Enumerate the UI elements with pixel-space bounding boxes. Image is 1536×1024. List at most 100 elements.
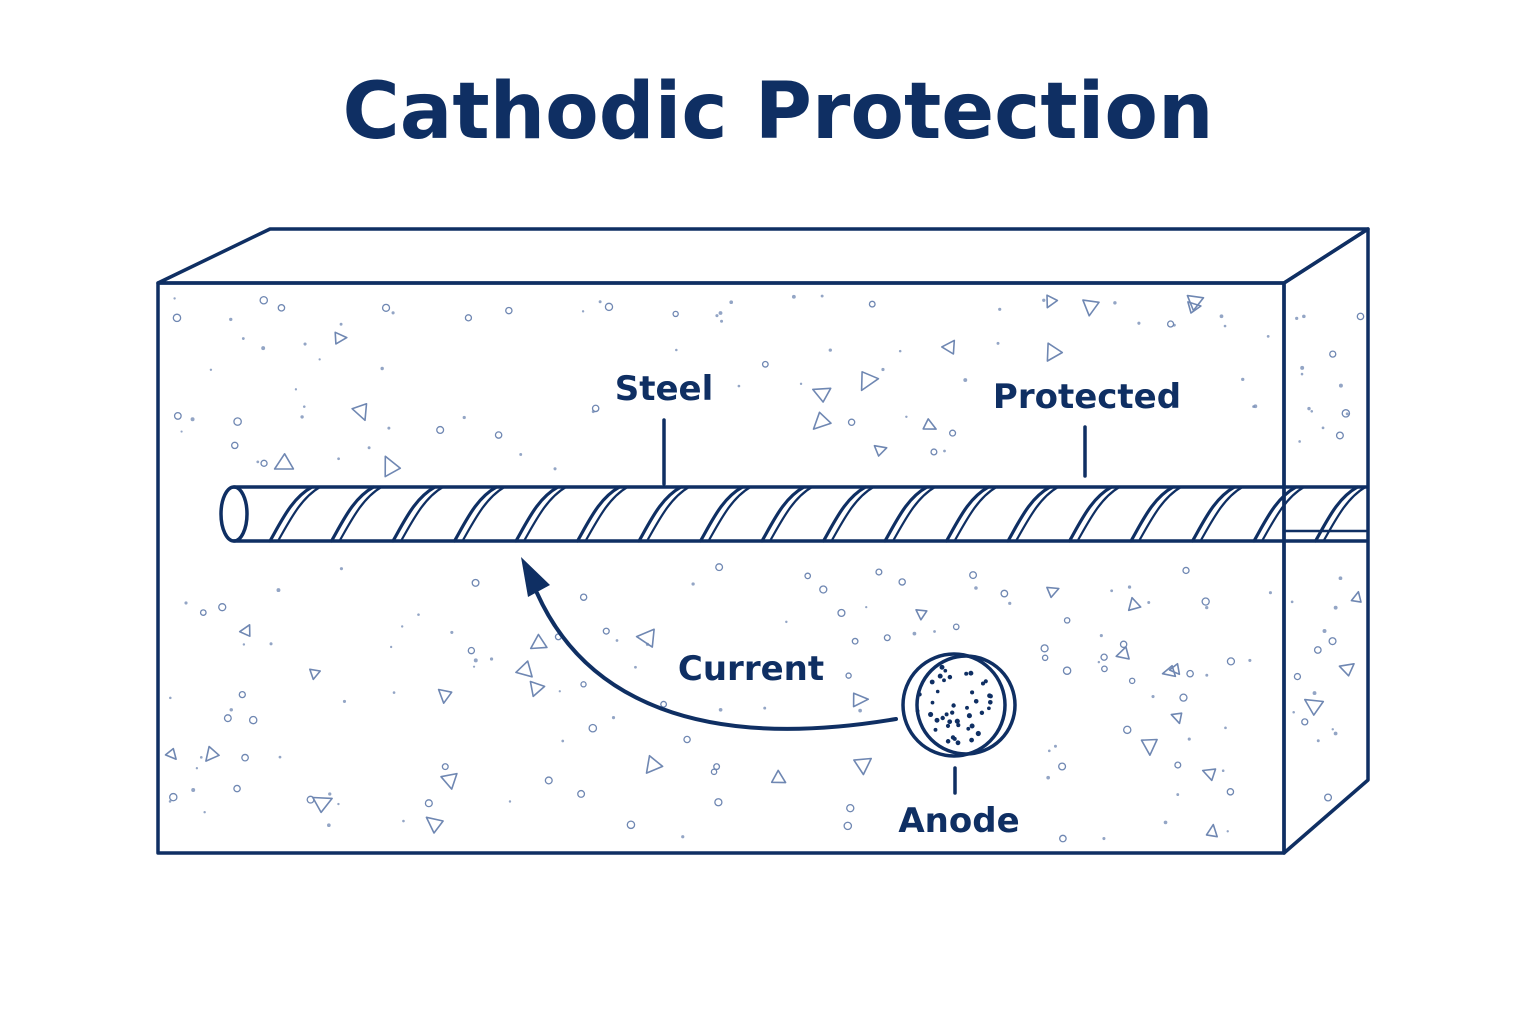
aggregate-dot xyxy=(180,430,183,433)
aggregate-stone xyxy=(1140,738,1158,757)
anode-pore xyxy=(915,708,920,713)
aggregate-dot xyxy=(963,378,968,382)
anode-pore xyxy=(942,678,946,683)
aggregate-pebble xyxy=(238,690,246,699)
aggregate-pebble xyxy=(1329,350,1337,358)
rebar-rib-edge xyxy=(338,485,383,543)
rebar-ribs xyxy=(268,485,1367,543)
aggregate-dot xyxy=(1187,737,1191,741)
rebar-rib xyxy=(821,485,868,543)
anode-pore xyxy=(975,730,981,737)
aggregate-dot xyxy=(1292,711,1295,714)
rebar-rib xyxy=(514,485,560,543)
concrete-block xyxy=(156,227,1370,855)
anode-pore xyxy=(947,674,953,680)
aggregate-dot xyxy=(1047,749,1051,753)
aggregate-pebble xyxy=(952,623,960,631)
rebar-rib-edge xyxy=(276,485,322,543)
rebar-rib xyxy=(391,485,437,543)
aggregate-stone xyxy=(1201,768,1217,782)
rebar-rib xyxy=(1190,485,1237,543)
aggregate-dot xyxy=(392,691,396,694)
aggregate-dot xyxy=(191,788,196,793)
aggregate-pebble xyxy=(1356,312,1365,321)
aggregate-dot xyxy=(1127,585,1132,589)
aggregate-dot xyxy=(1097,660,1101,664)
aggregate-dot xyxy=(256,460,260,464)
aggregate-stone xyxy=(852,692,870,708)
aggregate-dot xyxy=(691,582,695,586)
aggregate-stone xyxy=(308,668,322,681)
anode-pore xyxy=(987,706,991,711)
aggregate-dot xyxy=(581,310,585,313)
anode-label: Anode xyxy=(898,801,1019,841)
aggregate-stone xyxy=(1285,249,1306,267)
aggregate-pebble xyxy=(1324,793,1333,802)
aggregate-dot xyxy=(1099,634,1103,638)
aggregate-stone xyxy=(1115,646,1130,660)
anode-pore xyxy=(943,668,948,673)
rebar-rib xyxy=(637,485,683,543)
aggregate-dot xyxy=(294,388,298,391)
aggregate-dot xyxy=(1312,691,1317,695)
aggregate-dot xyxy=(1110,589,1114,593)
aggregate-pebble xyxy=(223,714,232,723)
aggregate-pebble xyxy=(1062,666,1072,675)
aggregate-stone xyxy=(873,444,888,457)
aggregate-pebble xyxy=(714,798,723,807)
aggregate-stone xyxy=(915,608,928,621)
aggregate-dot xyxy=(828,348,832,352)
aggregate-dot xyxy=(473,658,478,663)
anode-pore xyxy=(934,717,940,723)
aggregate-pebble xyxy=(819,585,828,594)
anode-pore xyxy=(952,736,957,741)
anode-pore xyxy=(939,664,945,670)
anode-pore xyxy=(966,726,971,731)
aggregate-pebble xyxy=(837,608,846,618)
aggregate-dot xyxy=(391,311,395,315)
aggregate-dot xyxy=(1316,739,1320,743)
block-top-face xyxy=(156,227,1370,285)
aggregate-pebble xyxy=(233,417,242,426)
aggregate-dot xyxy=(199,756,203,759)
steel-callout: Steel xyxy=(615,369,713,486)
aggregate-stone xyxy=(645,754,664,774)
aggregate-dot xyxy=(1253,404,1258,409)
anode-pore xyxy=(917,692,922,697)
aggregate-dot xyxy=(799,382,803,386)
aggregate-dot xyxy=(998,307,1002,311)
current-arrow-head xyxy=(521,557,550,597)
aggregate-dot xyxy=(553,467,557,471)
aggregate-dot xyxy=(489,657,494,661)
anode-pores xyxy=(915,664,993,746)
anode-pore xyxy=(935,689,940,694)
aggregate-dot xyxy=(718,707,723,712)
rebar-rib xyxy=(1129,485,1175,543)
porous-disc-icon xyxy=(901,652,1017,795)
aggregate-pebble xyxy=(715,563,724,572)
aggregate-stone xyxy=(770,769,787,784)
rebar-rib xyxy=(1252,485,1298,543)
aggregate-dot xyxy=(318,358,321,361)
aggregate-dot xyxy=(278,755,282,759)
rebar-rib xyxy=(944,485,991,543)
aggregate-pebble xyxy=(1293,672,1302,681)
aggregate-pebble xyxy=(169,792,178,802)
aggregate-dot xyxy=(912,631,917,636)
aggregate-dot xyxy=(598,300,602,304)
aggregate-pebble xyxy=(843,821,853,831)
aggregate-pebble xyxy=(231,441,239,450)
current-flow-curve xyxy=(535,591,898,731)
rebar-rib-edge xyxy=(1137,485,1183,543)
aggregate-dot xyxy=(791,294,796,299)
aggregate-dot xyxy=(1205,605,1209,610)
aggregate-dot xyxy=(898,349,902,353)
rebar-rib xyxy=(1067,485,1114,543)
rebar-rib-edge xyxy=(891,485,937,543)
aggregate-stone xyxy=(1170,712,1183,725)
aggregate-dot xyxy=(1248,658,1252,662)
anode-pore xyxy=(933,727,938,732)
aggregate-pebble xyxy=(883,634,891,642)
aggregate-stone xyxy=(1127,596,1142,612)
